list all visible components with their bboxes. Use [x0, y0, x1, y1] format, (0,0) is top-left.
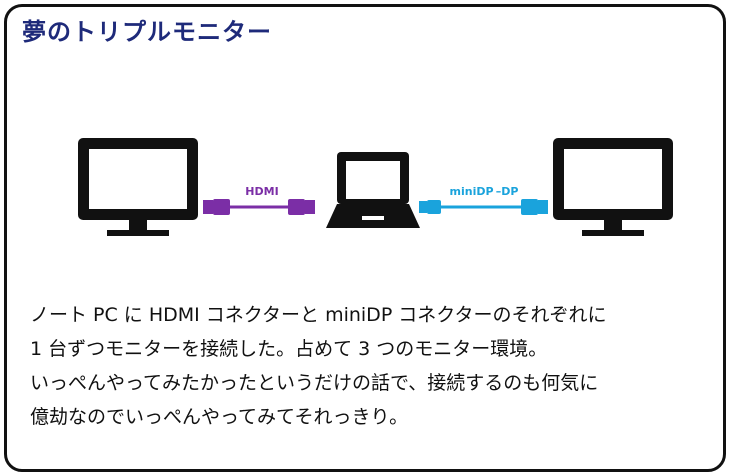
- right-monitor-icon: [553, 138, 673, 236]
- minidp-dp-cable: [419, 199, 548, 215]
- left-monitor-icon: [78, 138, 198, 236]
- caption-line: 1 台ずつモニターを接続した。占めて 3 つのモニター環境。: [30, 338, 548, 360]
- caption-line: いっぺんやってみたかったというだけの話で、接続するのも何気に: [30, 372, 599, 394]
- laptop-icon: [326, 152, 420, 228]
- page-title: 夢のトリプルモニター: [22, 18, 272, 46]
- minidp-cable-label: miniDP –DP: [450, 185, 519, 198]
- caption-line: ノート PC に HDMI コネクターと miniDP コネクターのそれぞれに: [30, 304, 607, 326]
- connection-diagram: HDMI miniDP –DP: [78, 138, 673, 236]
- caption: ノート PC に HDMI コネクターと miniDP コネクターのそれぞれに …: [30, 298, 710, 434]
- hdmi-cable: [203, 199, 315, 215]
- caption-line: 億劫なのでいっぺんやってみてそれっきり。: [30, 406, 409, 428]
- hdmi-cable-label: HDMI: [245, 185, 278, 198]
- card-frame: [4, 4, 726, 472]
